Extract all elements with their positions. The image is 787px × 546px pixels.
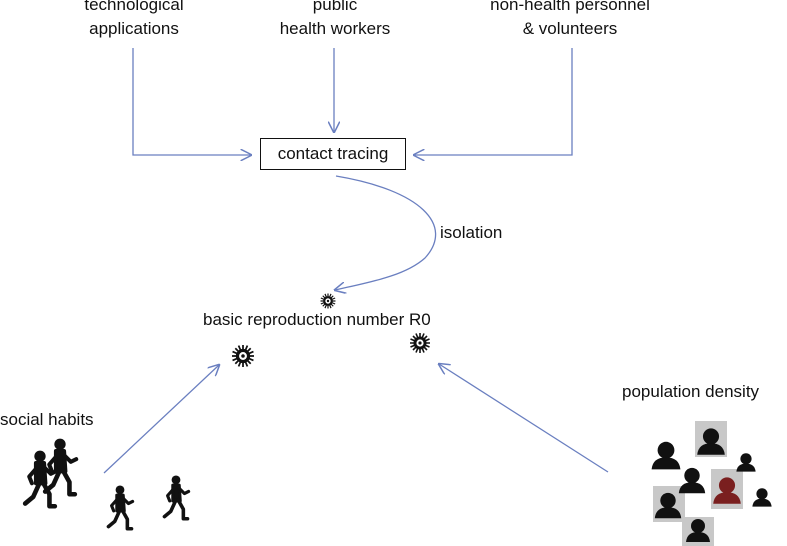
node-basic-reproduction-number: basic reproduction number R0 [203,310,431,329]
node-non-health-personnel-line2: & volunteers [522,19,618,38]
person-head-icon-highlight [713,477,741,504]
node-technological-applications-line2: applications [89,19,179,38]
node-technological-applications-line1: technological [84,0,184,14]
person-head-icon [651,441,681,470]
person-head-icon [678,467,706,494]
edge-label-isolation: isolation [440,223,503,242]
node-non-health-personnel: non-health personnel & volunteers [460,0,680,41]
arrow-social-to-r0 [103,365,219,474]
virus-icon [409,332,431,354]
node-technological-applications: technological applications [54,0,214,41]
arrow-isolation-to-r0 [335,175,437,290]
running-person-icon [162,473,191,521]
person-head-icon [752,488,772,507]
node-population-density: population density [622,382,760,401]
arrow-nonhealth-to-contact-tracing [414,48,573,155]
running-person-icon [106,483,135,531]
node-social-habits: social habits [0,410,94,429]
node-public-health-workers: public health workers [255,0,415,41]
node-public-health-workers-line1: public [312,0,358,14]
node-non-health-personnel-line1: non-health personnel [490,0,650,14]
node-contact-tracing: contact tracing [260,138,406,170]
person-head-icon [736,453,756,472]
node-public-health-workers-line2: health workers [279,19,391,38]
running-person-icon [45,439,76,495]
virus-icon [319,292,337,310]
virus-icon [231,344,255,368]
arrow-tech-to-contact-tracing [132,48,251,155]
arrow-population-to-r0 [439,364,609,473]
